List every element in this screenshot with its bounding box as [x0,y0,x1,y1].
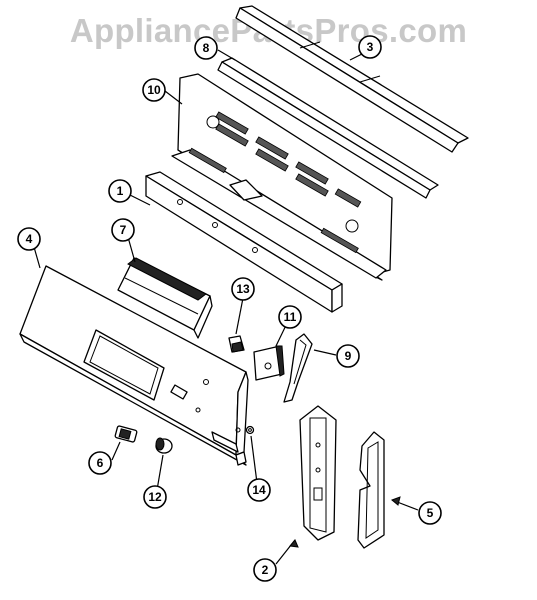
callout-2-label: 2 [262,563,269,577]
callout-8-label: 8 [203,41,210,55]
callout-14: 14 [247,478,271,502]
callout-10-label: 10 [147,83,161,97]
callout-6: 6 [88,451,112,475]
part-3-trim-strip [235,5,469,153]
callout-14-label: 14 [252,483,266,497]
part-13-switch [228,335,245,353]
callout-5: 5 [418,501,442,525]
callout-1: 1 [108,179,132,203]
callout-11-label: 11 [284,310,297,324]
callout-3-label: 3 [367,40,374,54]
callout-4: 4 [17,227,41,251]
callout-5-label: 5 [427,506,434,520]
part-9-bracket [283,333,313,403]
callout-11: 11 [278,305,302,329]
part-14-fastener [245,425,255,435]
part-12-knob [155,437,173,454]
part-5-end-cap [357,431,385,549]
part-1-channel-bracket [145,171,343,313]
callout-9: 9 [336,344,360,368]
callout-12-label: 12 [148,490,162,504]
callout-13-label: 13 [236,282,250,296]
part-10-rear-panel [171,73,393,281]
callout-3: 3 [358,35,382,59]
callout-7-label: 7 [120,223,127,237]
callout-6-label: 6 [97,456,104,470]
callout-10: 10 [142,78,166,102]
callout-2: 2 [253,558,277,582]
callout-9-label: 9 [345,349,352,363]
callout-4-label: 4 [26,232,33,246]
part-6-knob [114,425,138,443]
callout-1-label: 1 [117,184,124,198]
callout-13: 13 [231,277,255,301]
callout-8: 8 [194,36,218,60]
part-11-switch-module [253,345,285,381]
callout-12: 12 [143,485,167,509]
part-7-electronic-control [117,257,213,339]
part-8-strip [217,57,439,199]
part-2-side-bracket [299,405,337,541]
callout-7: 7 [111,218,135,242]
part-4-control-panel [19,265,249,466]
